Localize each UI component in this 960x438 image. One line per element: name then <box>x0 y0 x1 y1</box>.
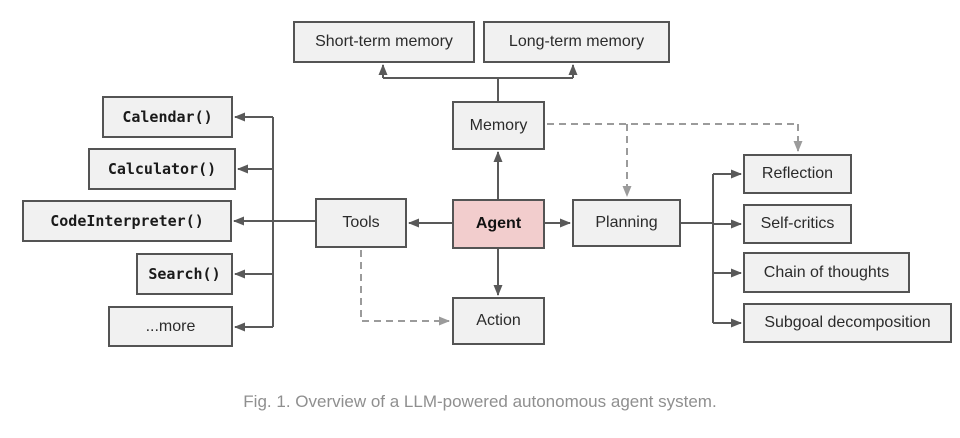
node-tools: Tools <box>315 198 407 248</box>
node-calendar-tool: Calendar() <box>102 96 233 138</box>
node-planning: Planning <box>572 199 681 247</box>
node-agent: Agent <box>452 199 545 249</box>
edge-dashed-tools-to-action <box>360 250 450 326</box>
node-reflection: Reflection <box>743 154 852 194</box>
node-subgoal-decomposition: Subgoal decomposition <box>743 303 952 343</box>
node-memory: Memory <box>452 101 545 150</box>
node-action: Action <box>452 297 545 345</box>
node-more-tools: ...more <box>108 306 233 347</box>
node-code-interpreter-tool: CodeInterpreter() <box>22 200 232 242</box>
figure-caption: Fig. 1. Overview of a LLM-powered autono… <box>243 392 717 411</box>
node-search-tool: Search() <box>136 253 233 295</box>
node-self-critics: Self-critics <box>743 204 852 244</box>
node-chain-of-thoughts: Chain of thoughts <box>743 252 910 293</box>
node-short-term-memory: Short-term memory <box>293 21 475 63</box>
node-calculator-tool: Calculator() <box>88 148 236 190</box>
node-long-term-memory: Long-term memory <box>483 21 670 63</box>
